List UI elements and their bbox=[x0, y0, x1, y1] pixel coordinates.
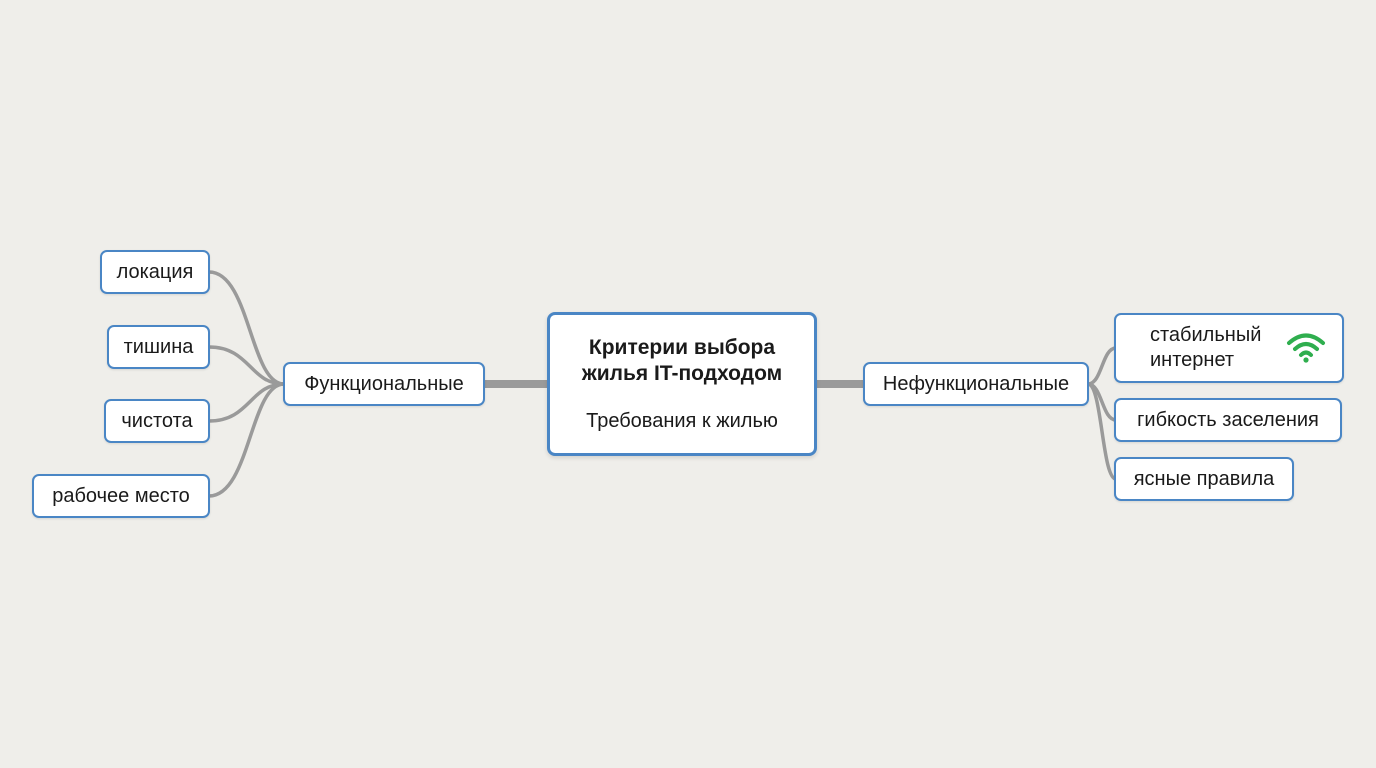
leaf-lokatsiya[interactable]: локация bbox=[100, 250, 210, 294]
connector-functional-rabochee-mesto bbox=[208, 382, 285, 498]
branch-functional[interactable]: Функциональные bbox=[283, 362, 485, 406]
connector-functional-lokatsiya bbox=[208, 270, 285, 386]
connector-nonfunctional-pravila bbox=[1087, 382, 1117, 481]
connector-nonfunctional-internet bbox=[1087, 346, 1117, 386]
leaf-tishina[interactable]: тишина bbox=[107, 325, 210, 369]
branch-nonfunctional[interactable]: Нефункциональные bbox=[863, 362, 1089, 406]
leaf-gibkost-zaseleniya[interactable]: гибкость заселения bbox=[1114, 398, 1342, 442]
wifi-icon bbox=[1287, 333, 1325, 363]
leaf-yasnye-pravila[interactable]: ясные правила bbox=[1114, 457, 1294, 501]
leaf-stabilnyi-internet-label: стабильный интернет bbox=[1150, 324, 1262, 371]
leaf-rabochee-mesto[interactable]: рабочее место bbox=[32, 474, 210, 518]
root-subtitle: Требования к жилью bbox=[586, 410, 778, 432]
connector-functional-tishina bbox=[208, 345, 285, 386]
root-node[interactable]: Критерии выбора жилья IT-подходом Требов… bbox=[547, 312, 817, 456]
leaf-chistota[interactable]: чистота bbox=[104, 399, 210, 443]
leaf-stabilnyi-internet[interactable]: стабильный интернет bbox=[1114, 313, 1344, 383]
root-title: Критерии выбора жилья IT-подходом bbox=[581, 336, 783, 385]
connector-functional-chistota bbox=[208, 382, 285, 423]
